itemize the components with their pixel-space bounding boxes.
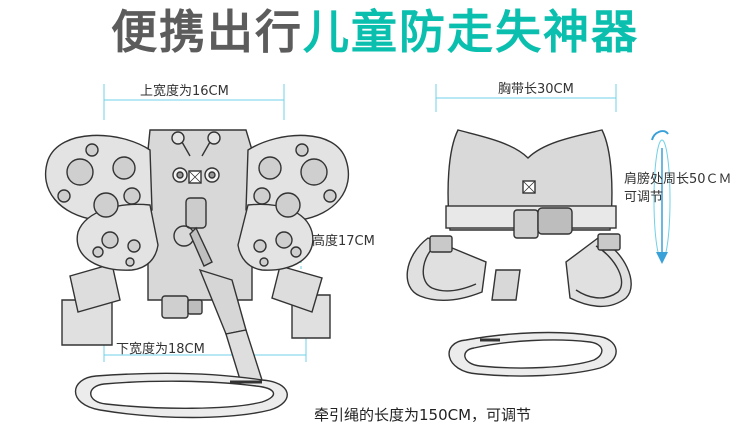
back-guide-lines xyxy=(435,84,617,112)
front-bottom-width-label: 下宽度为18CM xyxy=(116,342,205,357)
title-part2: 儿童防走失神器 xyxy=(303,5,639,59)
front-height-label: 高度17CM xyxy=(312,234,375,249)
circumference-indicator xyxy=(651,130,671,264)
back-chest-strap-label: 胸带长30CM xyxy=(498,82,574,97)
title-part1: 便携出行 xyxy=(111,5,303,59)
back-shoulder-label-line1: 肩膀处周长50ＣＭ xyxy=(624,172,732,187)
front-top-width-label: 上宽度为16CM xyxy=(140,84,229,99)
page-title: 便携出行儿童防走失神器 xyxy=(0,2,750,62)
back-harness xyxy=(406,84,632,377)
back-shoulder-label-line2: 可调节 xyxy=(624,190,664,205)
front-harness xyxy=(44,84,350,419)
leash-length-note: 牵引绳的长度为150CM，可调节 xyxy=(314,406,532,424)
